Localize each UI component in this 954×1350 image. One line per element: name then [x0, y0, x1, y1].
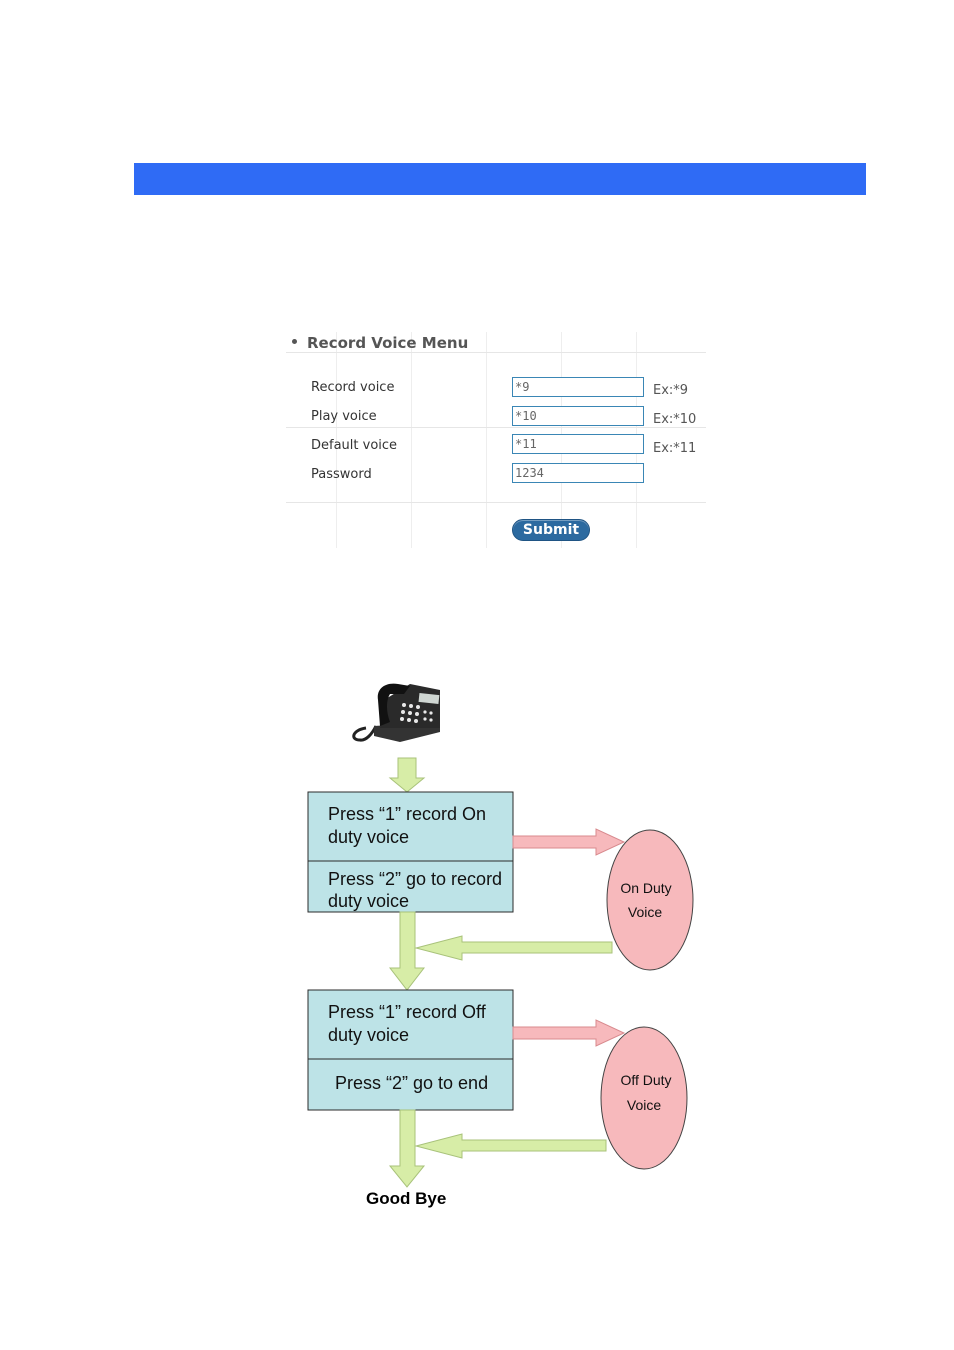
- play-voice-input[interactable]: [512, 406, 644, 426]
- record-voice-input[interactable]: [512, 377, 644, 397]
- record-voice-label: Record voice: [311, 380, 395, 395]
- record-voice-hint: Ex:*9: [653, 383, 689, 398]
- telephone-icon: [352, 683, 440, 742]
- grid-line: [286, 427, 706, 428]
- box1-line-4: duty voice: [328, 891, 409, 911]
- password-label: Password: [311, 467, 372, 482]
- flow-box-off-duty: Press “1” record Off duty voice Press “2…: [307, 989, 514, 1111]
- record-voice-menu-panel: Record Voice Menu Record voice Ex:*9 Pla…: [286, 332, 706, 548]
- bubble2-line-2: Voice: [627, 1097, 661, 1113]
- bubble2-line-1: Off Duty: [620, 1072, 671, 1088]
- on-duty-voice-bubble: On Duty Voice: [606, 829, 694, 971]
- password-input[interactable]: [512, 463, 644, 483]
- box2-line-3: Press “2” go to end: [335, 1073, 488, 1093]
- grid-line: [286, 502, 706, 503]
- flow-arrow-down: [388, 1109, 426, 1188]
- bubble1-line-1: On Duty: [620, 880, 671, 896]
- flow-box-on-duty: Press “1” record On duty voice Press “2”…: [307, 791, 514, 913]
- default-voice-label: Default voice: [311, 438, 398, 453]
- box1-line-2: duty voice: [328, 827, 409, 847]
- default-voice-hint: Ex:*11: [653, 441, 697, 456]
- box2-line-2: duty voice: [328, 1025, 409, 1045]
- flow-arrow-left: [414, 935, 613, 961]
- box1-line-1: Press “1” record On: [328, 804, 486, 824]
- submit-button[interactable]: Submit: [512, 519, 590, 541]
- flow-arrow-left: [414, 1133, 607, 1159]
- flow-arrow-right: [512, 1019, 626, 1047]
- default-voice-input[interactable]: [512, 434, 644, 454]
- play-voice-label: Play voice: [311, 409, 377, 424]
- grid-line: [486, 332, 487, 548]
- flow-arrow-right: [512, 828, 626, 856]
- grid-line: [411, 332, 412, 548]
- bubble1-line-2: Voice: [628, 904, 662, 920]
- flow-arrow-down: [388, 911, 426, 991]
- box2-line-1: Press “1” record Off: [328, 1002, 487, 1022]
- play-voice-hint: Ex:*10: [653, 412, 697, 427]
- section-title-text: Record Voice Menu: [307, 334, 469, 352]
- box1-line-3: Press “2” go to record: [328, 869, 502, 889]
- grid-line: [286, 352, 706, 353]
- header-bar: [134, 163, 866, 195]
- good-bye-label: Good Bye: [366, 1189, 446, 1208]
- grid-line: [336, 332, 337, 548]
- bullet-icon: [292, 339, 297, 344]
- section-title: Record Voice Menu: [292, 334, 468, 352]
- flow-arrow-down: [388, 757, 426, 793]
- off-duty-voice-bubble: Off Duty Voice: [600, 1026, 688, 1170]
